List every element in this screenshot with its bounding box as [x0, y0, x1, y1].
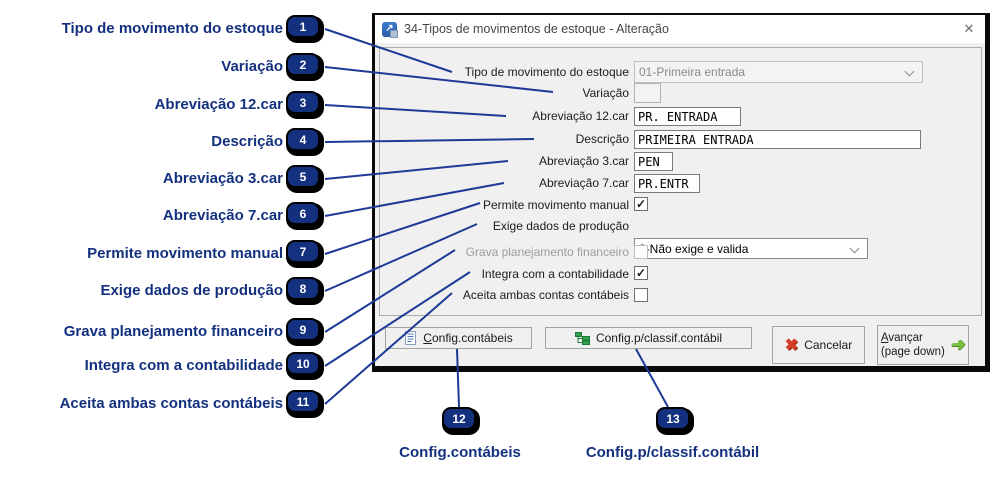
variacao-input[interactable]: [634, 83, 661, 103]
callout-badge-13: 13: [656, 407, 690, 430]
field-label-abrev7: Abreviação 7.car: [538, 176, 629, 190]
app-icon: ↗: [382, 21, 398, 38]
callout-badge-12: 12: [442, 407, 476, 430]
callout-label-6: Abreviação 7.car: [162, 207, 283, 224]
grava-planejamento-checkbox[interactable]: [634, 245, 648, 259]
callout-label-4: Descrição: [211, 133, 283, 150]
chevron-down-icon: [904, 66, 915, 77]
callout-badge-4: 4: [286, 128, 320, 151]
forward-button[interactable]: Avançar (page down) ➜: [877, 325, 969, 365]
callout-label-10: Integra com a contabilidade: [84, 357, 283, 374]
callout-label-3: Abreviação 12.car: [154, 96, 283, 113]
callout-label-13: Config.p/classif.contábil: [585, 444, 760, 461]
tree-icon: [574, 332, 590, 345]
field-label-abrev12: Abreviação 12.car: [532, 109, 629, 123]
field-label-permite: Permite movimento manual: [482, 198, 629, 212]
permite-movimento-checkbox[interactable]: ✓: [634, 197, 648, 211]
callout-label-5: Abreviação 3.car: [162, 170, 283, 187]
callout-badge-1: 1: [286, 15, 320, 38]
exige-dados-value: 2-Não exige e valida: [639, 241, 749, 256]
field-label-grava: Grava planejamento financeiro: [465, 245, 629, 259]
document-icon: [405, 331, 417, 345]
button-label: Config.contábeis: [423, 331, 513, 345]
chevron-down-icon: [849, 243, 860, 254]
form-groupbox: [379, 47, 982, 316]
field-label-exige: Exige dados de produção: [492, 219, 629, 233]
check-icon: ✓: [635, 197, 647, 211]
callout-badge-11: 11: [286, 390, 320, 413]
button-label: Config.p/classif.contábil: [595, 331, 723, 345]
callout-badge-5: 5: [286, 165, 320, 188]
integra-contabilidade-checkbox[interactable]: ✓: [634, 266, 648, 280]
exige-dados-dropdown[interactable]: 2-Não exige e valida: [634, 238, 868, 259]
window-title: 34-Tipos de movimentos de estoque - Alte…: [404, 22, 669, 36]
forward-arrow-icon: ➜: [950, 335, 966, 354]
tipo-movimento-value: 01-Primeira entrada: [639, 65, 746, 79]
config-contabeis-button[interactable]: Config.contábeis: [385, 327, 532, 349]
callout-badge-10: 10: [286, 352, 320, 375]
field-label-abrev3: Abreviação 3.car: [538, 154, 629, 168]
config-classif-contabil-button[interactable]: Config.p/classif.contábil: [545, 327, 752, 349]
abreviacao-12car-input[interactable]: [634, 107, 741, 126]
button-label: Cancelar: [804, 338, 853, 352]
callout-badge-9: 9: [286, 318, 320, 341]
callout-label-2: Variação: [221, 58, 283, 75]
callout-badge-2: 2: [286, 53, 320, 76]
descricao-input[interactable]: [634, 130, 921, 149]
callout-badge-3: 3: [286, 91, 320, 114]
aceita-ambas-checkbox[interactable]: [634, 288, 648, 302]
callout-badge-7: 7: [286, 240, 320, 263]
cancel-x-icon: ✖: [784, 337, 799, 354]
abreviacao-7car-input[interactable]: [634, 174, 700, 193]
callout-label-1: Tipo de movimento do estoque: [61, 20, 283, 37]
callout-label-12: Config.contábeis: [399, 444, 521, 461]
tipo-movimento-dropdown[interactable]: 01-Primeira entrada: [634, 61, 923, 83]
callout-label-9: Grava planejamento financeiro: [63, 323, 283, 340]
callout-label-8: Exige dados de produção: [100, 282, 283, 299]
callout-badge-6: 6: [286, 202, 320, 225]
close-icon[interactable]: ✕: [963, 21, 975, 36]
field-label-tipo: Tipo de movimento do estoque: [464, 65, 629, 79]
field-label-variacao: Variação: [582, 86, 629, 100]
titlebar: ↗ 34-Tipos de movimentos de estoque - Al…: [375, 15, 985, 43]
field-label-integra: Integra com a contabilidade: [481, 267, 629, 281]
callout-badge-8: 8: [286, 277, 320, 300]
abreviacao-3car-input[interactable]: [634, 152, 673, 171]
callout-label-7: Permite movimento manual: [87, 245, 283, 262]
check-icon: ✓: [635, 266, 647, 280]
button-label: Avançar (page down): [880, 332, 945, 358]
field-label-descricao: Descrição: [575, 132, 629, 146]
cancel-button[interactable]: ✖ Cancelar: [772, 326, 865, 364]
callout-label-11: Aceita ambas contas contábeis: [59, 395, 283, 412]
field-label-aceita: Aceita ambas contas contábeis: [462, 288, 629, 302]
